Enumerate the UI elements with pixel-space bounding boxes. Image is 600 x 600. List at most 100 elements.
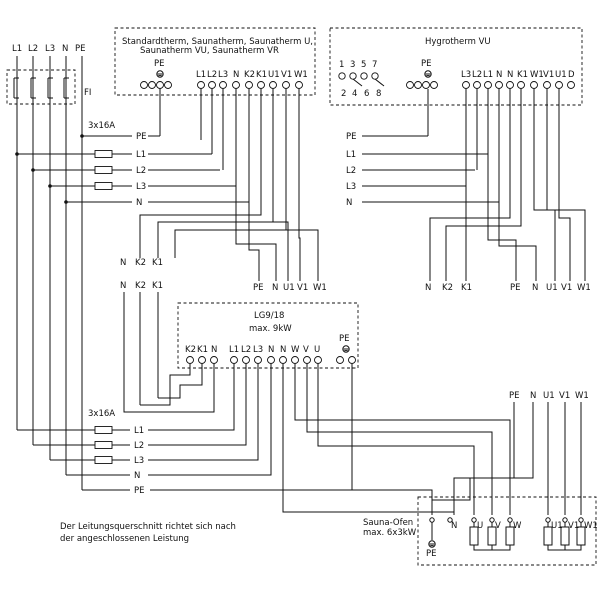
oven-heater-u: U xyxy=(477,521,483,531)
lg-title: LG9/18 xyxy=(254,311,284,321)
hygro-num-8: 8 xyxy=(376,89,381,99)
oven-top-pe: PE xyxy=(509,391,520,401)
hygro-out-k2: K2 xyxy=(442,283,453,293)
hygro-term-u1: U1 xyxy=(555,70,567,80)
fuse-l2 xyxy=(94,166,113,174)
left-row1-k2: K2 xyxy=(135,258,146,268)
standard-term-n: N xyxy=(233,70,239,80)
lg-ground-icon xyxy=(342,345,350,353)
hygro-out-u1: U1 xyxy=(546,283,558,293)
lower-fuse-rating: 3x16A xyxy=(88,409,115,419)
oven-heater-elements xyxy=(469,517,586,551)
oven-subtitle: max. 6x3kW xyxy=(363,528,417,538)
mains-section: L1 L2 L3 N PE FI xyxy=(6,44,91,490)
lower-line-pe: PE xyxy=(134,486,145,496)
hygro-out-n: N xyxy=(425,283,431,293)
left-row1-n: N xyxy=(120,258,126,268)
upper-line-l2: L2 xyxy=(136,166,146,176)
hygro-out-n2: N xyxy=(532,283,538,293)
oven-pe-label: PE xyxy=(426,549,437,559)
hygro-num-3: 3 xyxy=(350,60,355,70)
left-row1-k1: K1 xyxy=(152,258,163,268)
hygro-out-labels: N K2 K1 PE N U1 V1 W1 xyxy=(425,283,591,293)
note-line2: der angeschlossenen Leistung xyxy=(60,534,189,544)
lower-line-l2: L2 xyxy=(134,441,144,451)
hygro-term-n1: N xyxy=(496,70,502,80)
mains-label-l3: L3 xyxy=(45,44,55,54)
sauna-oven-box: Sauna-Ofen max. 6x3kW PE N xyxy=(363,496,598,566)
standard-term-v1: V1 xyxy=(281,70,292,80)
upper-line-n: N xyxy=(136,198,142,208)
hygro-pe-label: PE xyxy=(421,59,432,69)
lower-fuse-l1 xyxy=(94,426,113,434)
hygro-out-w1: W1 xyxy=(577,283,591,293)
lg-term-n: N xyxy=(211,345,217,355)
standard-term-u1: U1 xyxy=(268,70,280,80)
hygro-num-4: 4 xyxy=(352,89,357,99)
hygro-out-pe: PE xyxy=(510,283,521,293)
oven-n-label: N xyxy=(451,521,457,531)
standard-pe-terminals xyxy=(140,81,172,89)
lg-term-n2: N xyxy=(268,345,274,355)
standard-title-line1: Standardtherm, Saunatherm, Saunatherm U, xyxy=(122,37,313,47)
left-row2-k1: K1 xyxy=(152,281,163,291)
oven-title: Sauna-Ofen xyxy=(363,518,413,528)
oven-top-u1: U1 xyxy=(543,391,555,401)
lg-term-l1: L1 xyxy=(229,345,239,355)
standard-term-w1: W1 xyxy=(294,70,308,80)
lower-fuse-l2 xyxy=(94,441,113,449)
lg-term-k1: K1 xyxy=(197,345,208,355)
hygro-num-1: 1 xyxy=(339,60,344,70)
oven-heater-u1: U1 xyxy=(551,521,563,531)
mains-label-pe: PE xyxy=(75,44,86,54)
upper-line-l3: L3 xyxy=(136,182,146,192)
fuse-l3 xyxy=(94,182,113,190)
standard-terminal-row xyxy=(197,81,303,89)
standard-term-l3: L3 xyxy=(218,70,228,80)
standard-term-k2: K2 xyxy=(244,70,255,80)
hygro-num-6: 6 xyxy=(364,89,369,99)
hygro-num-2: 2 xyxy=(341,89,346,99)
hygro-term-w1: W1 xyxy=(530,70,544,80)
standard-title-line2: Saunatherm VU, Saunatherm VR xyxy=(140,46,279,56)
lg-pe-label: PE xyxy=(339,334,350,344)
fi-breaker-box xyxy=(6,69,76,105)
standard-wires xyxy=(139,89,319,281)
lg-terminal-row xyxy=(186,356,356,364)
lg-term-l2: L2 xyxy=(241,345,251,355)
left-row2-n: N xyxy=(120,281,126,291)
fi-label: FI xyxy=(84,88,91,98)
hygro-ground-icon xyxy=(424,70,432,78)
mains-label-n: N xyxy=(62,44,68,54)
upper-fuse-rating: 3x16A xyxy=(88,121,115,131)
note-line1: Der Leitungsquerschnitt richtet sich nac… xyxy=(60,522,236,532)
hygro-wires xyxy=(427,89,586,281)
standard-term-l1: L1 xyxy=(196,70,206,80)
upper-line-l1: L1 xyxy=(136,150,146,160)
hygro-terminal-row xyxy=(462,81,575,89)
hygro-num-5: 5 xyxy=(361,60,366,70)
hygro-term-n2: N xyxy=(507,70,513,80)
hygro-relay-terminals-top xyxy=(338,72,379,80)
hygro-term-l2: L2 xyxy=(472,70,482,80)
oven-ground-icon xyxy=(428,540,436,548)
mains-label-l2: L2 xyxy=(28,44,38,54)
lower-line-l3: L3 xyxy=(134,456,144,466)
oven-heater-w1: W1 xyxy=(584,521,598,531)
left-row2-k2: K2 xyxy=(135,281,146,291)
lg-term-k2: K2 xyxy=(185,345,196,355)
left-out-v1: V1 xyxy=(297,283,308,293)
cable-note: Der Leitungsquerschnitt richtet sich nac… xyxy=(60,522,236,544)
lg-subtitle: max. 9kW xyxy=(249,324,292,334)
left-terminal-labels: N K2 K1 N K2 K1 PE N U1 V1 W1 xyxy=(120,258,327,405)
lg-term-v: V xyxy=(303,345,309,355)
hygro-out-k1: K1 xyxy=(461,283,472,293)
left-out-u1: U1 xyxy=(283,283,295,293)
fi-switch-contacts xyxy=(13,77,69,99)
hygro-line-l2: L2 xyxy=(346,166,356,176)
hygro-line-n: N xyxy=(346,198,352,208)
standard-ground-icon xyxy=(156,70,164,78)
lg-wires xyxy=(123,360,511,515)
oven-heater-w: W xyxy=(513,521,522,531)
